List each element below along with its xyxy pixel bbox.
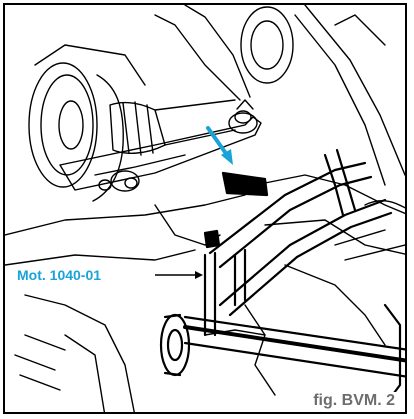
wheel-hub (28, 44, 146, 202)
ball-joint (228, 99, 258, 134)
support-tool-frame (203, 148, 393, 337)
figure-label: fig. BVM. 2 (311, 392, 397, 410)
lower-control-arm (59, 116, 262, 192)
callout-leader-arrow (155, 271, 203, 279)
suspension-drawing (5, 5, 405, 412)
callout-arrow-blue (206, 126, 233, 165)
figure-frame: Mot. 1040-01 fig. BVM. 2 (3, 3, 407, 414)
subframe (5, 174, 405, 412)
tool-callout-label: Mot. 1040-01 (17, 267, 102, 283)
upper-strut (154, 5, 405, 186)
support-tool-crossbar (159, 303, 405, 407)
driveshaft-boot (109, 99, 236, 156)
